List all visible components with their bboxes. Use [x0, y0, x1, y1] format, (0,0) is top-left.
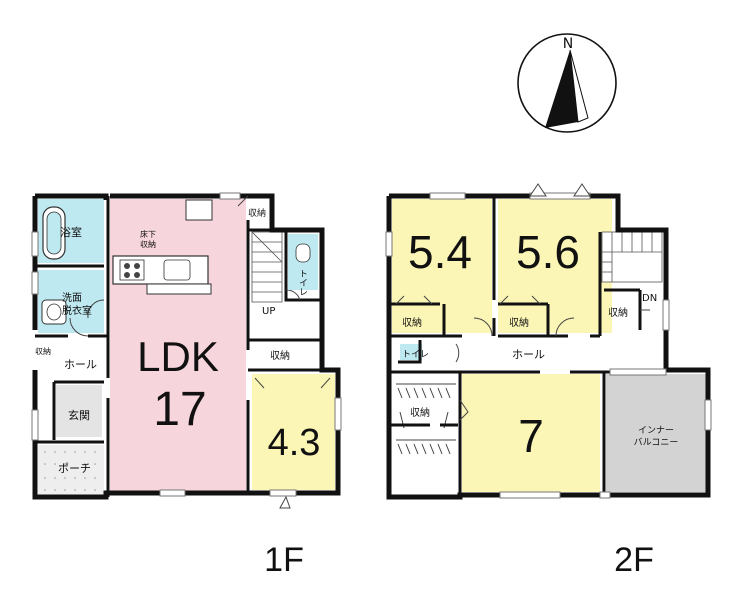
balcony-fill: [606, 374, 706, 492]
storage-b-label: 収納: [509, 316, 529, 329]
storage-d-label: 収納: [410, 406, 430, 419]
room-4-3-label: 4.3: [268, 422, 321, 464]
fridge-icon: [185, 199, 213, 221]
dn-label: DN: [642, 293, 657, 304]
underfloor-storage-label-line-1: 床下: [140, 229, 156, 239]
porch-label: ポーチ: [58, 462, 91, 475]
entrance-fill: [56, 385, 102, 437]
floor-1: 浴室 洗面 脱衣室 床下 収納 LDK 17 トイレ UP 収納 収納 ホール …: [31, 192, 342, 579]
porch-fill: [38, 445, 104, 495]
ldk-fill: [110, 199, 246, 492]
room-5-4-label: 5.4: [408, 226, 472, 278]
toilet-icon-1f: [288, 234, 318, 290]
compass-north-label: N: [563, 36, 573, 52]
up-label: UP: [262, 306, 275, 317]
wash-basin-icon: [41, 299, 67, 325]
room-4-3-fill: [252, 374, 335, 490]
underfloor-storage-label-line-2: 収納: [140, 239, 156, 249]
storage-a-label: 収納: [402, 316, 422, 329]
toilet-label-1f: トイレ: [297, 269, 308, 296]
washroom-label-line-1: 洗面: [62, 292, 82, 304]
bath-label: 浴室: [60, 225, 82, 239]
storage-left-label: 収納: [35, 346, 51, 356]
room-7-fill: [462, 374, 600, 492]
balcony-label-line-1: インナー: [638, 425, 674, 436]
compass: N: [517, 33, 617, 133]
stairs-1f: [251, 231, 283, 303]
room-5-6-label: 5.6: [516, 226, 580, 278]
room-5-6-fill: [498, 199, 612, 333]
stairs-2f: [601, 231, 663, 283]
storage-c-label: 収納: [608, 306, 628, 319]
entrance-label: 玄関: [68, 408, 90, 422]
ldk-size: 17: [153, 383, 206, 436]
floor-2: 5.4 5.6 収納 収納 収納 DN トイレ ホール 収納 7 インナー バル…: [385, 183, 712, 579]
storage-mid-label: 収納: [270, 349, 290, 362]
kitchen-counter-icon: [112, 255, 212, 295]
ldk-label: LDK: [137, 333, 219, 380]
floor-2-label: 2F: [614, 541, 654, 579]
room-7-label: 7: [518, 410, 544, 462]
floor-1-label: 1F: [264, 541, 304, 579]
bathtub-icon: [42, 206, 66, 260]
toilet-fill-2f: [400, 344, 422, 360]
room-5-4-fill: [392, 199, 492, 333]
closet-hanger-icon: [396, 383, 456, 455]
balcony-label-line-2: バルコニー: [634, 437, 679, 448]
washroom-label-line-2: 脱衣室: [62, 304, 92, 317]
hall-label-1f: ホール: [64, 358, 97, 371]
hall-label-2f: ホール: [512, 348, 545, 361]
toilet-label-2f: トイレ: [402, 350, 429, 360]
north-arrow-icon: [545, 50, 578, 128]
storage-top-label: 収納: [248, 207, 266, 219]
